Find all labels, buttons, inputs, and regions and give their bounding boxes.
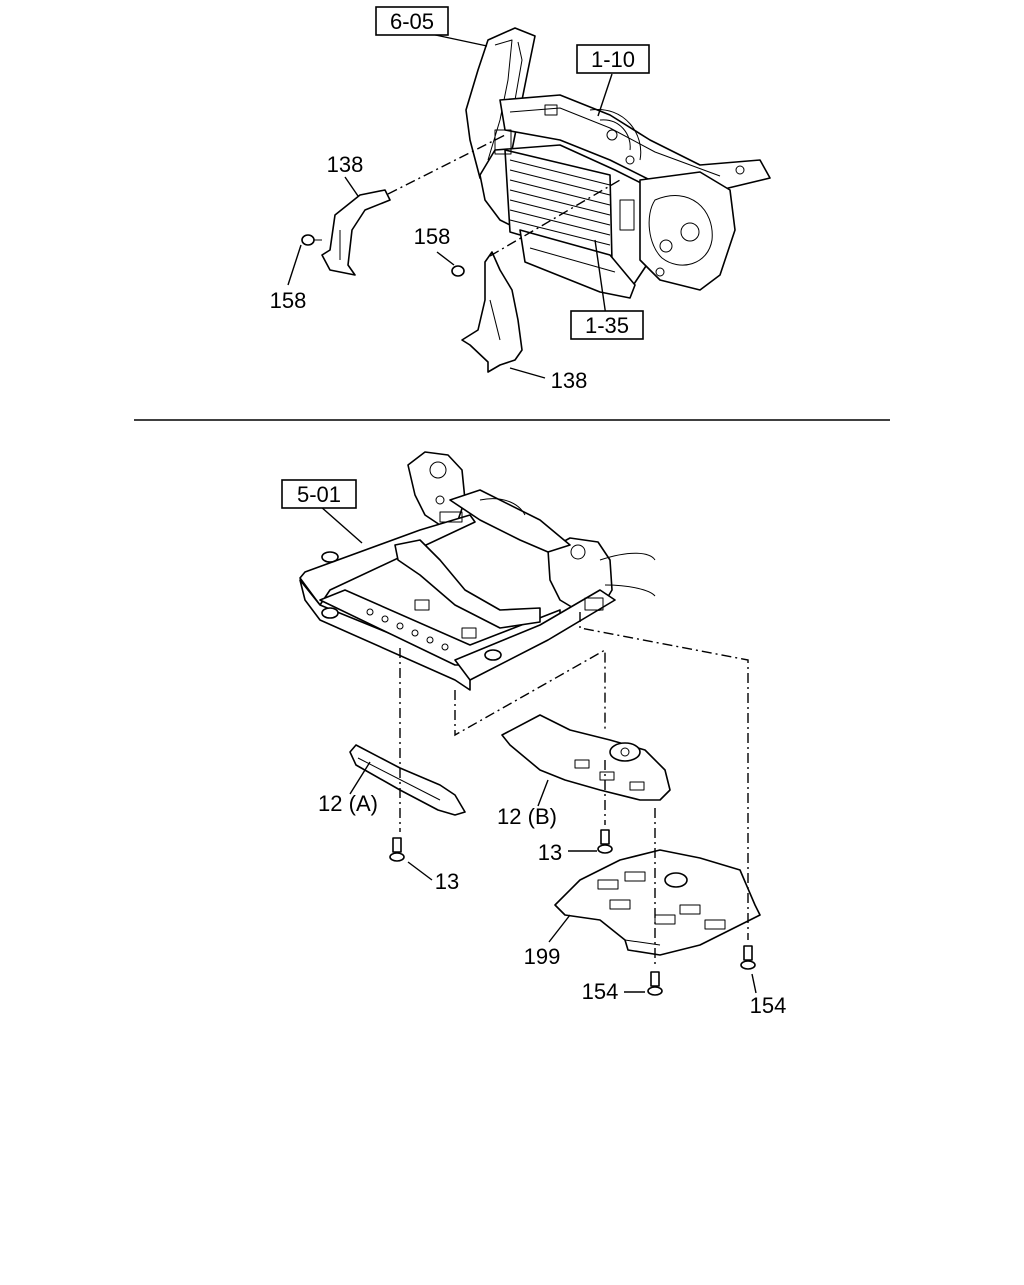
- label-13-left: 13: [435, 869, 459, 894]
- cover-12a: [349, 744, 466, 816]
- bolt-13-right: [597, 829, 613, 854]
- bolt-154-center: [647, 971, 663, 996]
- ref-box-5-01: 5-01: [281, 479, 357, 509]
- lower-leader-lines: [319, 505, 757, 994]
- ref-1-10-text: 1-10: [591, 47, 635, 72]
- bolt-13-left: [389, 837, 405, 862]
- skid-plate-199: [554, 849, 761, 956]
- label-154-center: 154: [582, 979, 619, 1004]
- air-deflector-right: [461, 251, 523, 373]
- label-12b: 12 (B): [497, 804, 557, 829]
- ref-1-35-text: 1-35: [585, 313, 629, 338]
- ref-5-01-text: 5-01: [297, 482, 341, 507]
- label-12a: 12 (A): [318, 791, 378, 816]
- clip-158-left: [301, 234, 322, 246]
- cover-12b: [501, 714, 671, 801]
- label-158-center: 158: [414, 224, 451, 249]
- bolt-154-right: [740, 945, 756, 970]
- chassis-frame: [299, 451, 656, 691]
- radiator-support-assembly: [465, 27, 771, 299]
- label-199: 199: [524, 944, 561, 969]
- ref-box-1-35: 1-35: [570, 310, 644, 340]
- label-158-left: 158: [270, 288, 307, 313]
- clip-158-center: [451, 265, 465, 277]
- ref-6-05-text: 6-05: [390, 9, 434, 34]
- label-13-right: 13: [538, 840, 562, 865]
- ref-box-6-05: 6-05: [375, 6, 449, 36]
- lower-assembly-lines: [399, 612, 749, 965]
- label-154-right: 154: [750, 993, 787, 1018]
- upper-assembly-lines: [387, 134, 621, 257]
- ref-box-1-10: 1-10: [576, 44, 650, 74]
- label-138-upper: 138: [327, 152, 364, 177]
- label-138-lower: 138: [551, 368, 588, 393]
- air-deflector-left: [321, 189, 391, 276]
